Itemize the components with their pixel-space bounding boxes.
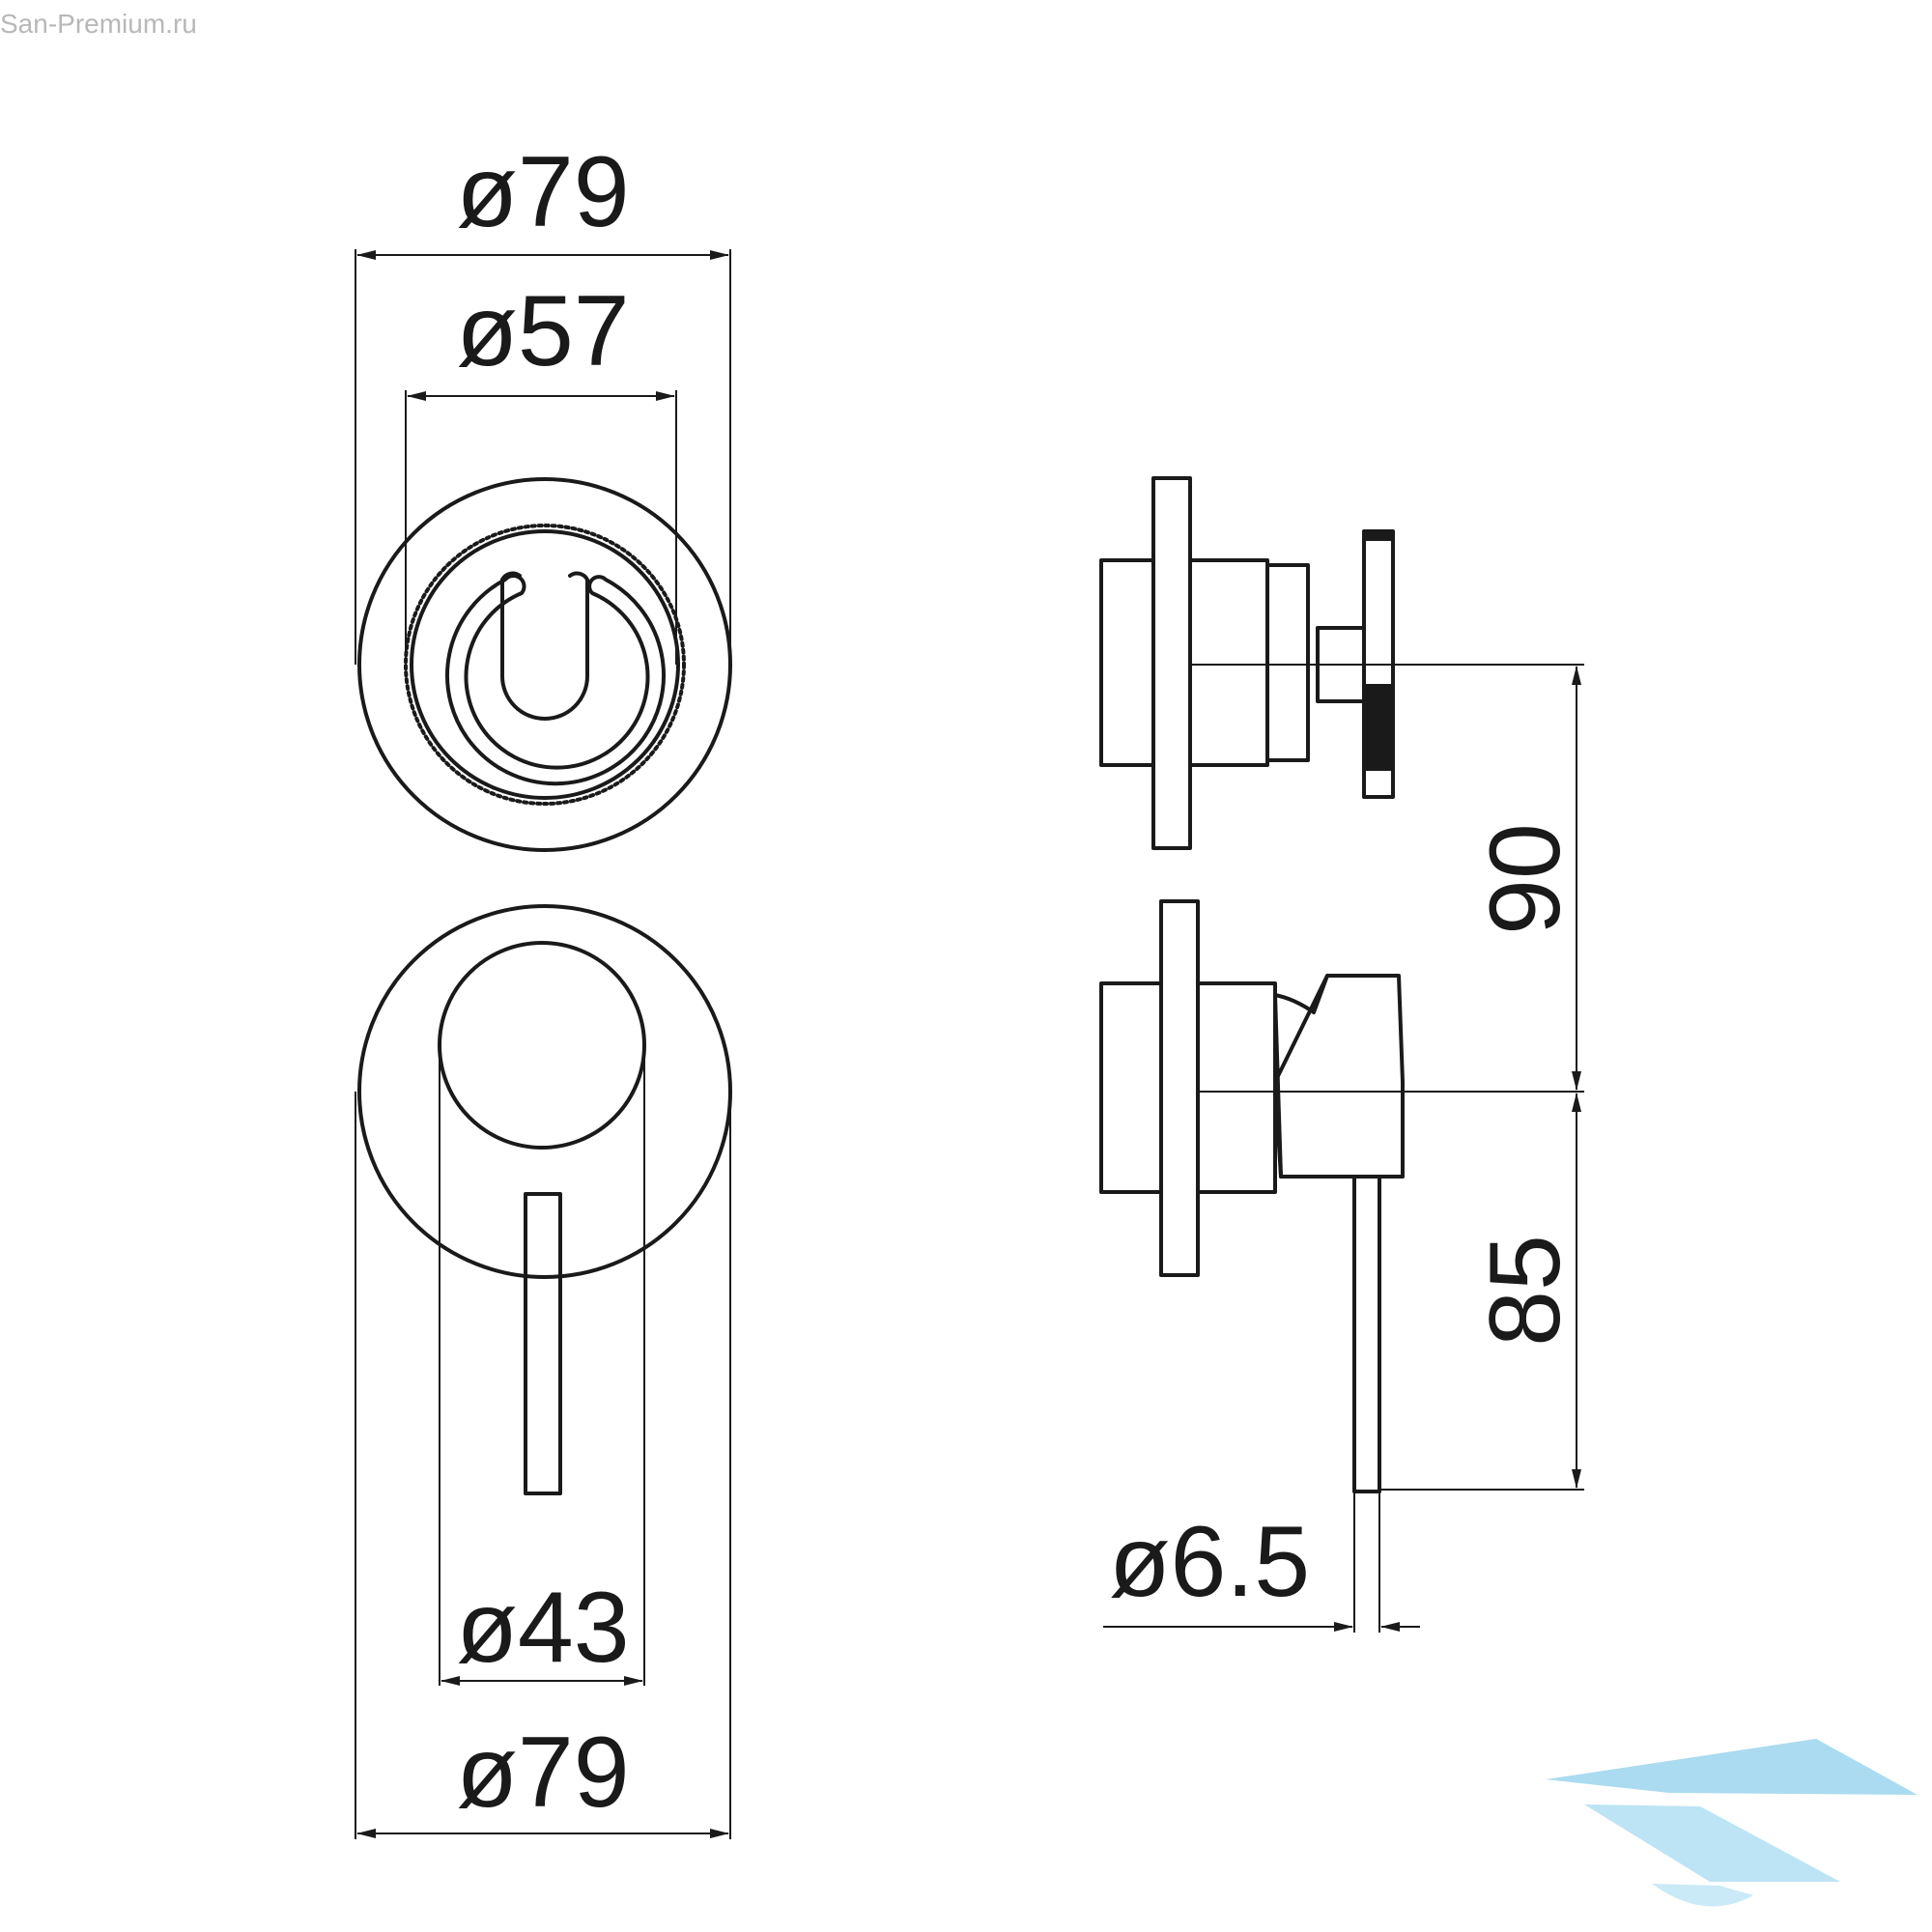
logo-wing-top (1546, 1739, 1918, 1795)
dim-side-height-upper: 90 (1469, 823, 1581, 935)
top-inner-knob (410, 529, 680, 800)
dim-lever-diameter: ø6.5 (1109, 1506, 1310, 1618)
dim-top-inner-diameter: ø57 (456, 275, 629, 387)
upper-knob-knurl-icon (1364, 684, 1393, 771)
logo-curl (1652, 1884, 1753, 1907)
lower-wall-plate (1159, 899, 1200, 1277)
lower-handle-bevel (1273, 974, 1329, 1084)
upper-body-back (1099, 558, 1155, 767)
top-front-view (357, 477, 732, 852)
top-outer-plate (357, 477, 732, 852)
top-u-handle-icon (445, 574, 666, 786)
upper-body-collar (1265, 563, 1310, 762)
bottom-handle-knob (438, 941, 646, 1150)
lower-body-back (1099, 981, 1163, 1194)
lower-body-front (1196, 981, 1277, 1194)
lower-handle-edge (1273, 1080, 1283, 1179)
bathtub-logo-icon (1546, 1739, 1918, 1907)
dim-side-height-lower: 85 (1469, 1235, 1581, 1347)
top-dimensions: ø79 ø57 (355, 136, 731, 665)
bottom-lever (524, 1192, 562, 1495)
dim-bottom-handle-diameter: ø43 (456, 1572, 629, 1684)
lower-handle-profile (1273, 974, 1405, 1179)
lower-side-view (1099, 899, 1584, 1493)
dim-top-outer-diameter: ø79 (456, 136, 629, 248)
upper-side-view (1099, 476, 1584, 850)
upper-body-front (1188, 558, 1269, 767)
upper-wall-plate (1151, 476, 1192, 850)
bottom-outer-plate (357, 904, 732, 1279)
bottom-front-view (357, 904, 732, 1495)
logo-wing-bottom (1584, 1804, 1840, 1882)
watermark-text: San-Premium.ru (0, 9, 197, 39)
bottom-dimensions: ø43 ø79 (355, 1045, 731, 1839)
side-dimensions: 90 85 ø6.5 (1103, 666, 1584, 1633)
dim-bottom-outer-diameter: ø79 (456, 1717, 629, 1829)
lower-lever-rod (1352, 1175, 1381, 1493)
top-u-slot-cap (500, 571, 522, 582)
top-u-slot (500, 571, 589, 721)
upper-knob-top-dark (1364, 531, 1393, 541)
